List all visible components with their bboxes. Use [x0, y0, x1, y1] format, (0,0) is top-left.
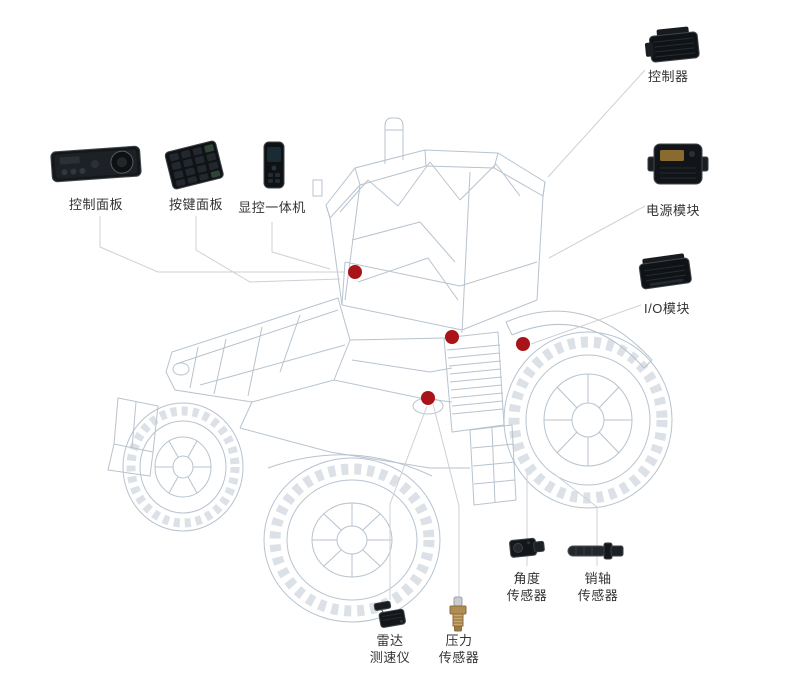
connector-keypad-panel — [195, 216, 341, 283]
angle-sensor-image — [504, 530, 548, 564]
grille — [443, 331, 505, 433]
label-power-module: 电源模块 — [646, 203, 701, 218]
keypad-panel-image — [160, 138, 228, 190]
label-pin-sensor-line1: 销轴 — [584, 571, 612, 586]
power-module-image — [646, 136, 710, 192]
connector-radar — [389, 405, 428, 600]
front-hitch — [107, 397, 159, 477]
mirror — [312, 179, 323, 197]
control-panel-image — [49, 141, 144, 187]
label-pressure-sensor-line1: 压力 — [445, 633, 473, 648]
tractor-wireframe — [107, 117, 673, 623]
mount-markers — [348, 265, 530, 405]
label-pressure-sensor: 压力 传感器 — [431, 632, 487, 666]
io-module-image — [634, 248, 696, 294]
marker-mid-body — [445, 330, 459, 344]
connector-power-module — [548, 205, 646, 259]
fender-right — [505, 310, 653, 369]
connector-display-unit — [271, 222, 331, 270]
headlight — [172, 362, 190, 376]
label-angle-sensor-line1: 角度 — [513, 571, 541, 586]
wheel-front-left — [122, 402, 244, 532]
marker-cab — [348, 265, 362, 279]
controller-image — [644, 22, 704, 66]
marker-right-side — [516, 337, 530, 351]
connector-control-panel — [99, 216, 344, 273]
pressure-sensor-image — [441, 594, 475, 634]
label-keypad-panel: 按键面板 — [168, 197, 223, 212]
exhaust-pipe — [384, 117, 404, 164]
label-radar-speedometer-line2: 测速仪 — [369, 650, 411, 665]
label-pin-sensor-line2: 传感器 — [577, 588, 619, 603]
connector-controller — [547, 69, 646, 178]
label-radar-speedometer: 雷达 测速仪 — [362, 632, 418, 666]
connector-pressure — [432, 403, 460, 596]
label-pressure-sensor-line2: 传感器 — [438, 650, 480, 665]
marker-front-axle — [421, 391, 435, 405]
connector-io-module — [530, 304, 642, 345]
label-angle-sensor: 角度 传感器 — [499, 570, 555, 604]
cab — [312, 149, 546, 334]
mid-body — [333, 337, 453, 415]
label-display-unit: 显控一体机 — [238, 200, 306, 215]
display-unit-image — [258, 140, 288, 192]
chassis — [239, 401, 470, 469]
label-io-module: I/O模块 — [644, 301, 690, 316]
radar-speedometer-image — [368, 596, 414, 632]
wheel-rear-left — [263, 457, 441, 623]
label-angle-sensor-line2: 传感器 — [506, 588, 548, 603]
label-controller: 控制器 — [648, 69, 689, 84]
wheel-rear-right — [503, 331, 673, 509]
hood — [165, 297, 351, 403]
label-radar-speedometer-line1: 雷达 — [376, 633, 404, 648]
pin-sensor-image — [564, 538, 626, 564]
cab-steps — [469, 424, 517, 506]
label-pin-sensor: 销轴 传感器 — [570, 570, 626, 604]
label-control-panel: 控制面板 — [68, 197, 123, 212]
